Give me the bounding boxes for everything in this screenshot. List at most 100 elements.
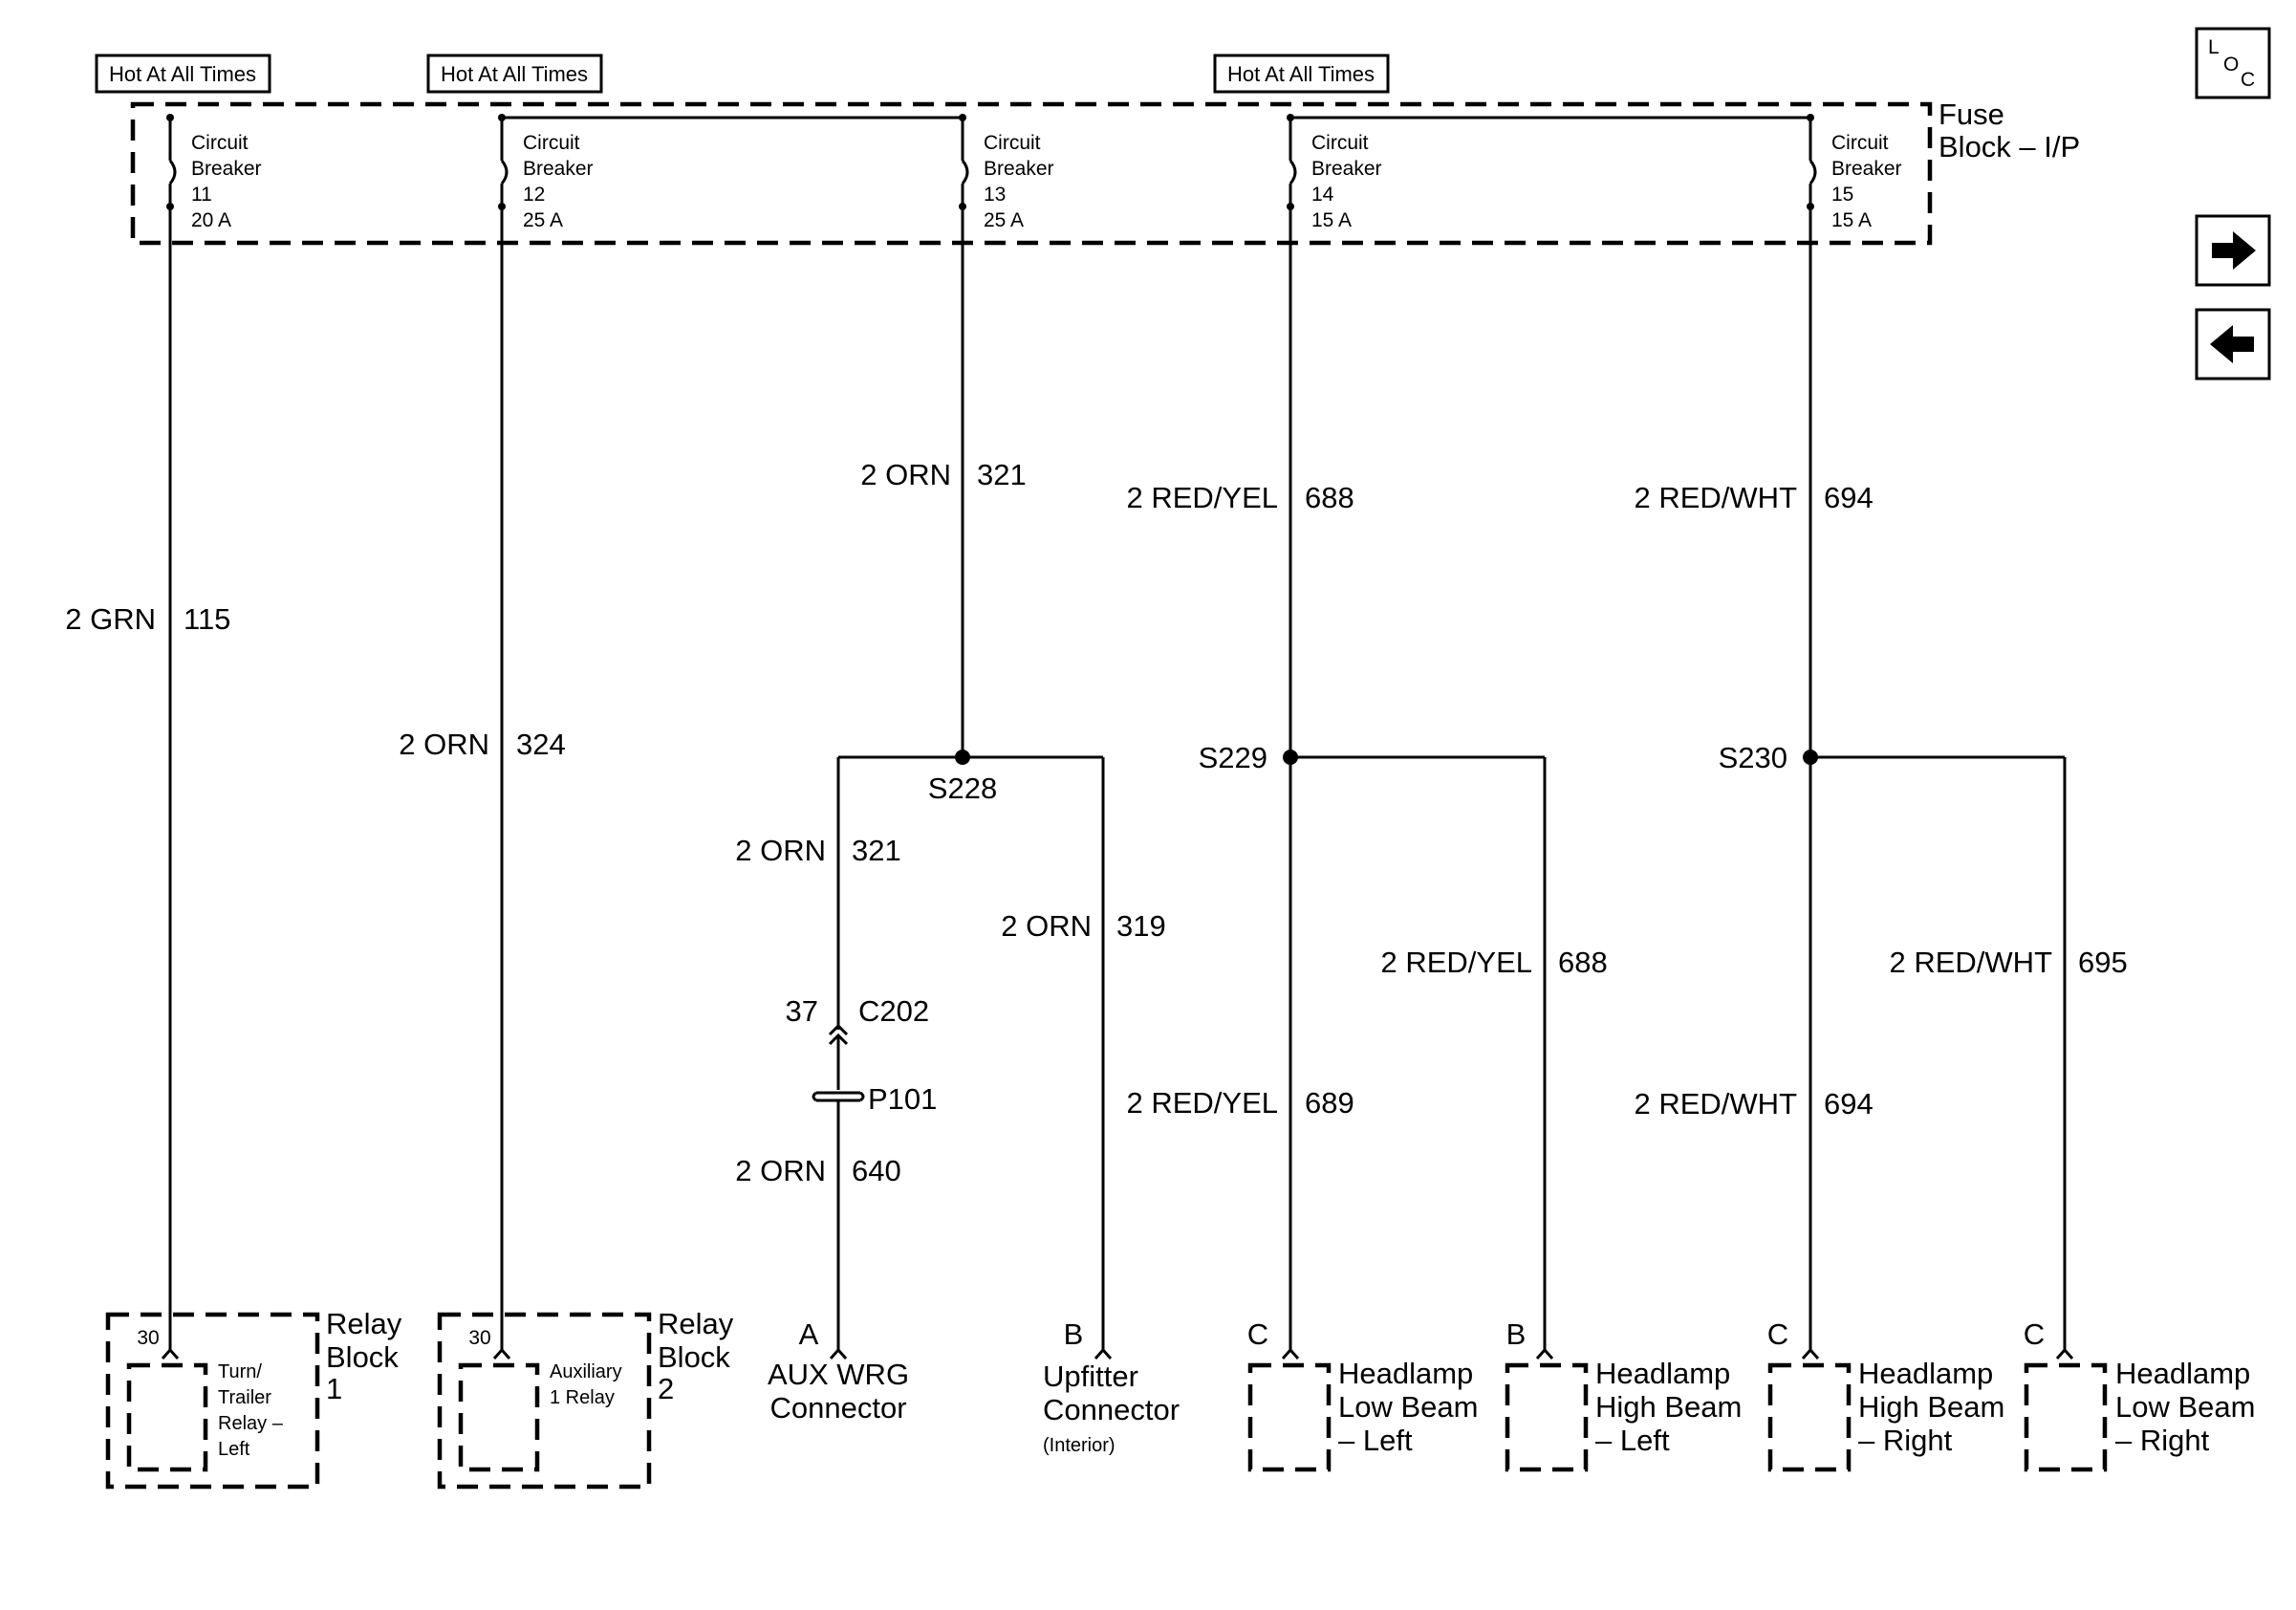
svg-text:Circuit: Circuit [1311,132,1369,154]
svg-text:– Left: – Left [1595,1424,1670,1457]
svg-text:319: 319 [1116,909,1166,943]
svg-text:15: 15 [1831,184,1853,206]
svg-text:Headlamp: Headlamp [1338,1357,1473,1390]
svg-text:Block: Block [658,1340,730,1374]
wire-label-694-lower: 2 RED/WHT 694 [1635,1087,1874,1120]
svg-text:Connector: Connector [1043,1393,1180,1426]
connector-c202: 37 C202 [786,994,929,1090]
loc-icon[interactable]: L O C [2195,27,2271,99]
svg-text:Relay –: Relay – [218,1413,284,1434]
wire-label-688-upper: 2 RED/YEL 688 [1126,481,1354,514]
headlamp-low-beam-right: C Headlamp Low Beam – Right [2024,1317,2255,1472]
arrow-left-icon[interactable] [2195,308,2271,381]
wire-label-115: 2 GRN 115 [65,602,230,636]
svg-text:(Interior): (Interior) [1043,1435,1116,1456]
svg-text:C: C [2241,69,2255,91]
svg-text:Block: Block [326,1340,399,1374]
svg-text:689: 689 [1305,1086,1354,1120]
svg-text:324: 324 [516,728,566,761]
svg-text:P101: P101 [868,1082,937,1116]
svg-text:Relay: Relay [326,1307,402,1340]
circuit-breaker-15: Circuit Breaker 15 15 A [1807,114,1902,231]
svg-text:15 A: 15 A [1311,209,1352,231]
wire-label-321-lower: 2 ORN 321 [735,834,900,867]
circuit-breaker-13: Circuit Breaker 13 25 A [959,114,1054,231]
svg-text:Breaker: Breaker [523,158,594,180]
svg-text:695: 695 [2078,946,2128,979]
svg-text:High Beam: High Beam [1595,1390,1742,1424]
svg-text:Breaker: Breaker [1831,158,1902,180]
svg-text:Hot At All Times: Hot At All Times [441,62,588,86]
svg-text:1: 1 [326,1372,342,1405]
svg-text:C: C [1767,1317,1788,1351]
hot-label-2: Hot At All Times [426,54,603,94]
svg-text:694: 694 [1824,1087,1874,1120]
circuit-breaker-11: Circuit Breaker 11 20 A [166,114,262,231]
splice-s228-label: S228 [928,772,997,805]
svg-text:C: C [2024,1317,2045,1351]
wire-label-694-upper: 2 RED/WHT 694 [1635,481,1874,514]
svg-text:High Beam: High Beam [1858,1390,2004,1424]
svg-text:O: O [2223,54,2239,76]
svg-text:37: 37 [786,994,818,1028]
svg-text:Hot At All Times: Hot At All Times [1227,62,1375,86]
svg-text:1 Relay: 1 Relay [550,1387,615,1408]
svg-text:12: 12 [523,184,545,206]
relay-block-1: 30 Turn/ Trailer Relay – Left Relay Bloc… [105,1307,402,1490]
svg-text:15 A: 15 A [1831,209,1872,231]
svg-text:2 ORN: 2 ORN [860,458,951,491]
hot-label-1: Hot At All Times [95,54,271,94]
splice-s229-label: S229 [1199,741,1267,774]
svg-text:694: 694 [1824,481,1874,514]
svg-text:A: A [799,1317,819,1351]
svg-text:14: 14 [1311,184,1334,206]
svg-text:25 A: 25 A [523,209,563,231]
svg-text:20 A: 20 A [191,209,231,231]
svg-text:2 RED/WHT: 2 RED/WHT [1635,1087,1798,1120]
svg-text:– Left: – Left [1338,1424,1413,1457]
wire-label-321-upper: 2 ORN 321 [860,458,1026,491]
svg-text:Low Beam: Low Beam [1338,1390,1478,1424]
svg-text:Circuit: Circuit [1831,132,1889,154]
svg-text:– Right: – Right [2115,1424,2210,1457]
connector-p101: P101 [812,1082,937,1116]
svg-text:30: 30 [468,1327,490,1349]
svg-text:Headlamp: Headlamp [2115,1357,2250,1390]
wire-label-688-lower: 2 RED/YEL 688 [1380,946,1607,979]
svg-text:Low Beam: Low Beam [2115,1390,2255,1424]
svg-text:2: 2 [658,1372,674,1405]
svg-text:2 ORN: 2 ORN [1001,909,1092,943]
svg-text:115: 115 [184,602,230,636]
svg-text:2 RED/WHT: 2 RED/WHT [1635,481,1798,514]
wire-label-689: 2 RED/YEL 689 [1126,1086,1354,1120]
arrow-right-icon[interactable] [2195,214,2271,287]
svg-text:Headlamp: Headlamp [1858,1357,1993,1390]
hot-label-3: Hot At All Times [1213,54,1390,94]
svg-text:Headlamp: Headlamp [1595,1357,1730,1390]
svg-text:Auxiliary: Auxiliary [550,1361,622,1382]
svg-text:Relay: Relay [658,1307,734,1340]
svg-text:Breaker: Breaker [1311,158,1382,180]
svg-text:2 ORN: 2 ORN [735,834,826,867]
svg-text:30: 30 [137,1327,159,1349]
fuse-block-label-1: Fuse [1939,98,2004,131]
svg-text:11: 11 [191,184,212,206]
splice-s230-label: S230 [1719,741,1787,774]
svg-text:2 GRN: 2 GRN [65,602,156,636]
svg-text:13: 13 [984,184,1006,206]
relay-block-2: 30 Auxiliary 1 Relay Relay Block 2 [437,1307,734,1490]
svg-text:Connector: Connector [769,1391,906,1425]
fuse-block-label-2: Block – I/P [1939,130,2080,163]
wire-label-640: 2 ORN 640 [735,1154,900,1187]
headlamp-low-beam-left: C Headlamp Low Beam – Left [1247,1317,1478,1472]
svg-text:688: 688 [1305,481,1354,514]
svg-text:321: 321 [852,834,901,867]
svg-text:Circuit: Circuit [191,132,249,154]
headlamp-high-beam-left: B Headlamp High Beam – Left [1505,1317,1742,1472]
svg-text:AUX WRG: AUX WRG [768,1358,909,1391]
svg-text:– Right: – Right [1858,1424,1953,1457]
svg-text:Turn/: Turn/ [218,1361,262,1382]
svg-text:Trailer: Trailer [218,1387,271,1408]
svg-text:321: 321 [977,458,1027,491]
